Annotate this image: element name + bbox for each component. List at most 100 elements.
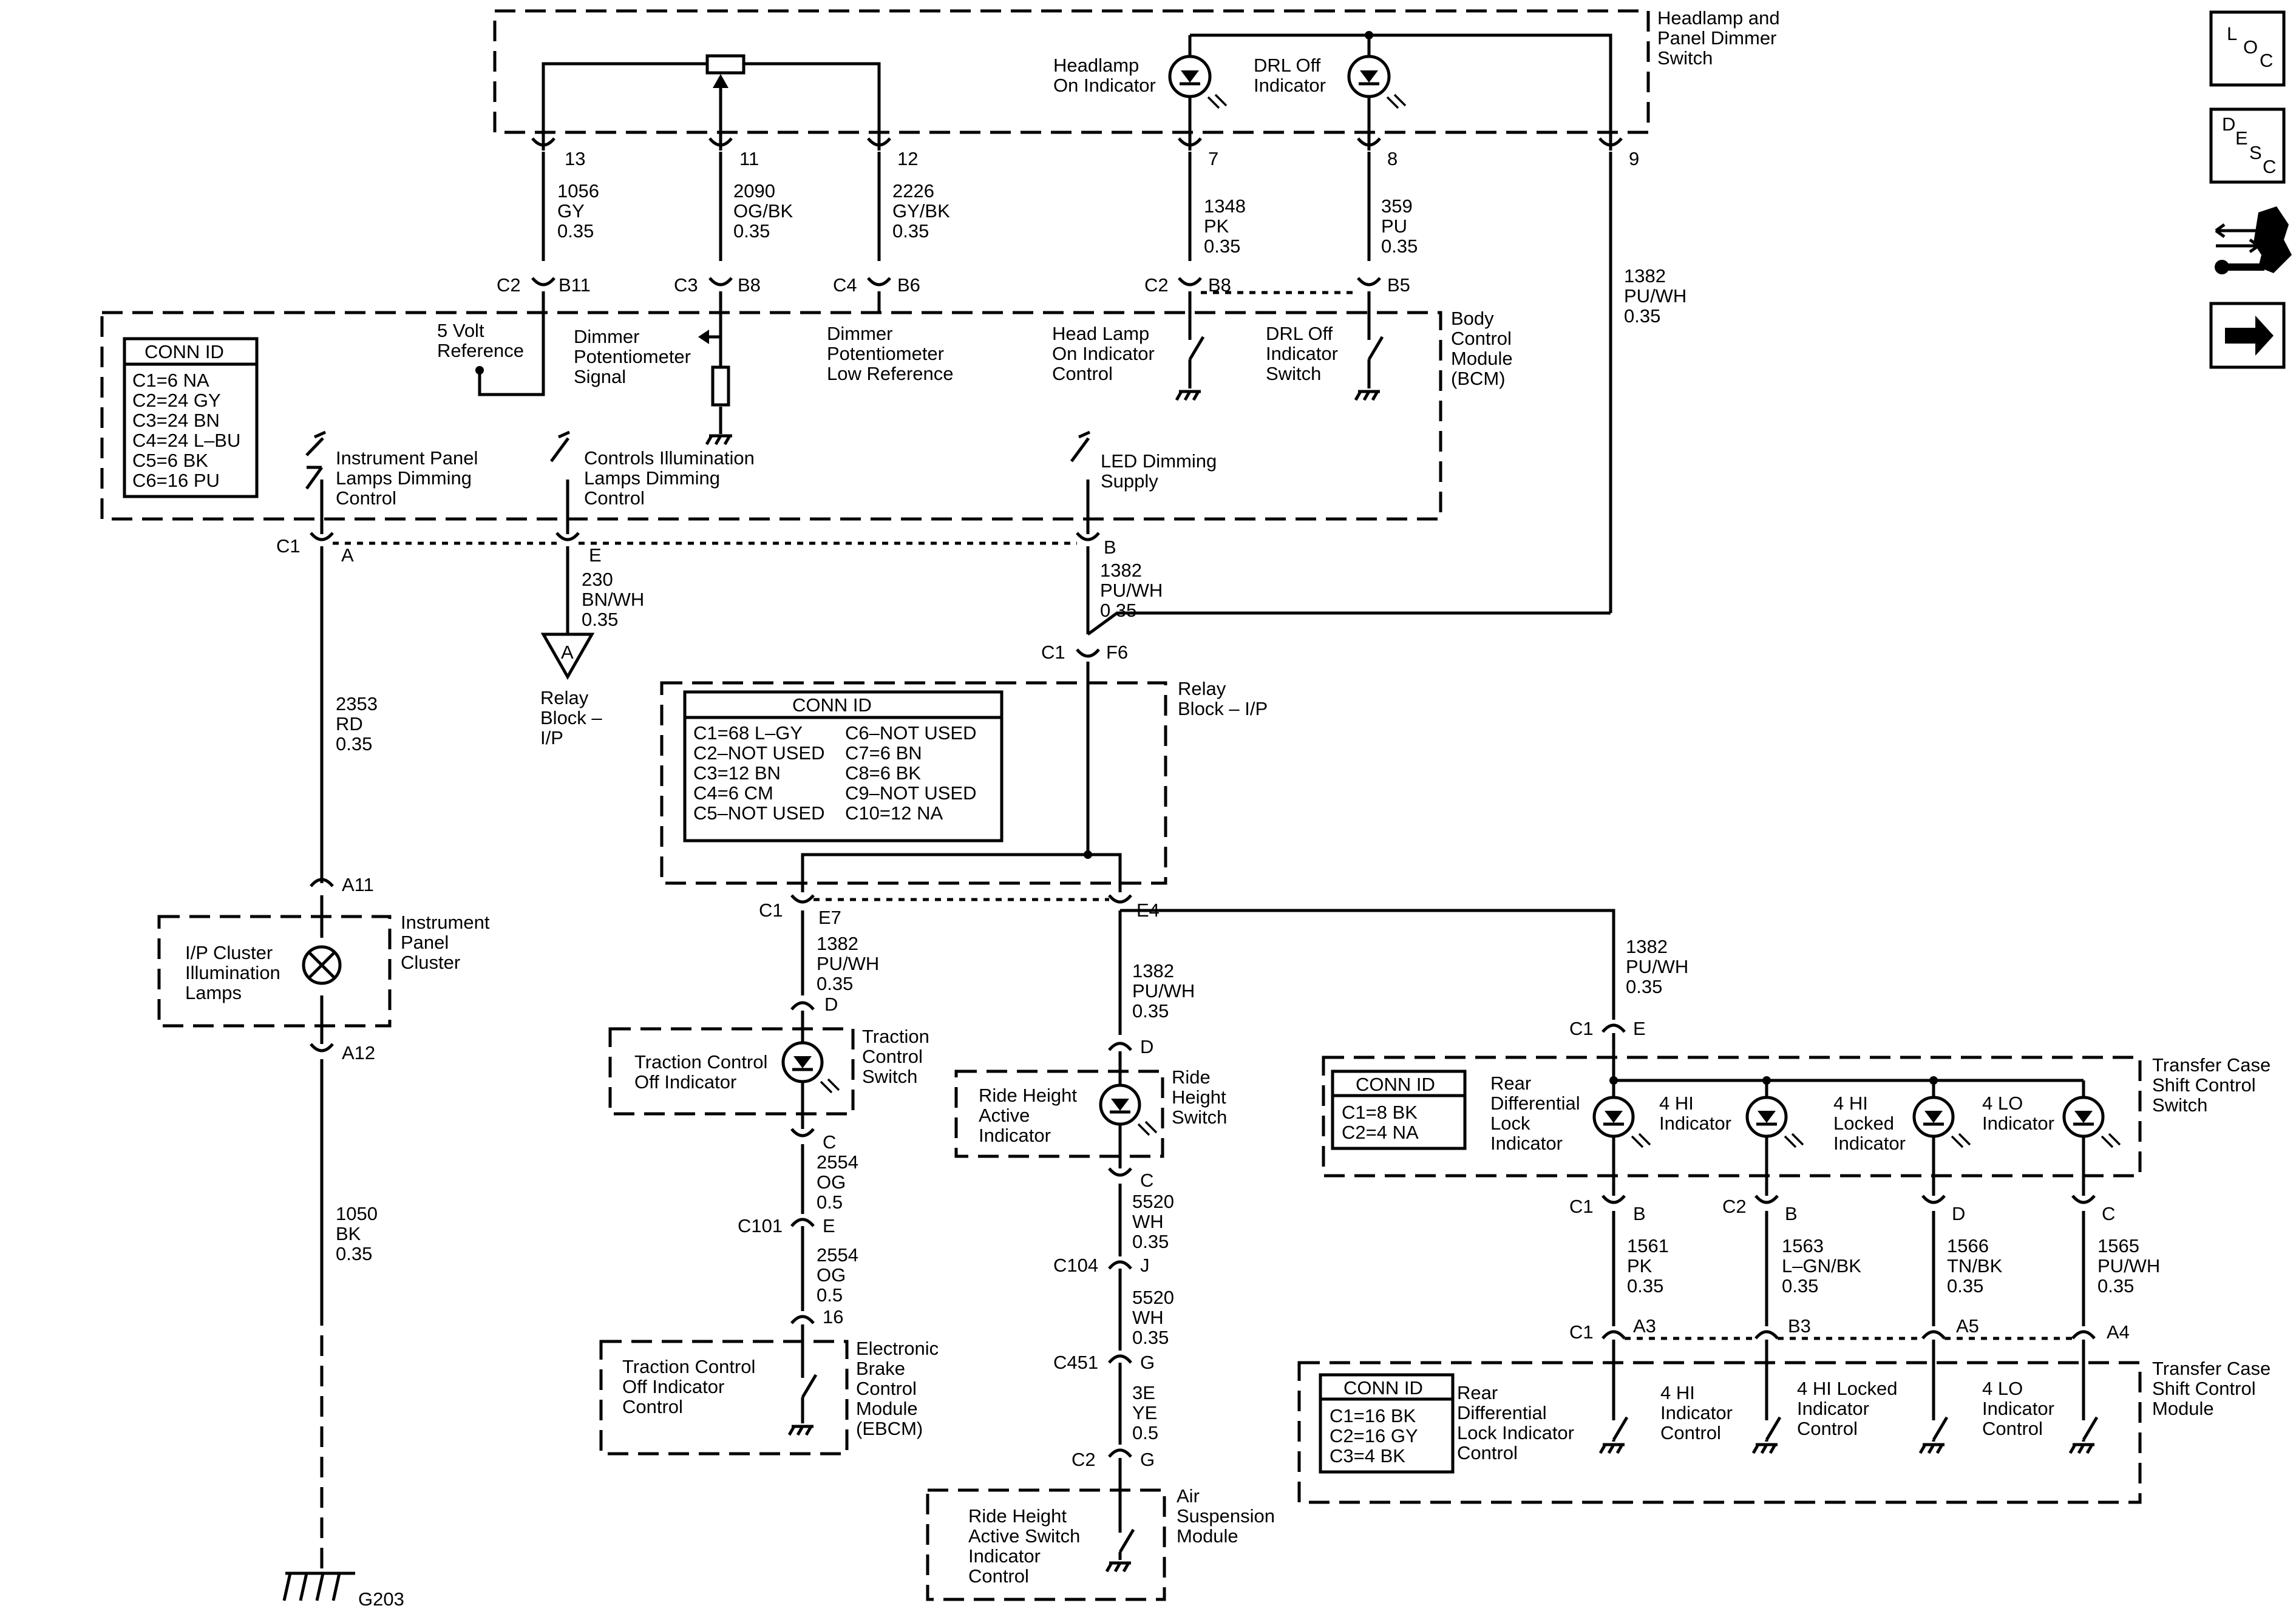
svg-text:C1: C1 <box>759 900 783 921</box>
svg-text:B5: B5 <box>1387 274 1410 296</box>
air-suspension-box <box>926 1488 1166 1601</box>
svg-text:C2–NOT USED: C2–NOT USED <box>693 742 825 764</box>
four-hi-locked-led <box>1912 1096 1971 1196</box>
relay-bus <box>801 853 1122 892</box>
traction-switch-box <box>608 1027 855 1116</box>
svg-text:B: B <box>1104 537 1116 558</box>
ip-cluster-box <box>157 915 392 1028</box>
svg-text:C2=16 GY: C2=16 GY <box>1330 1425 1418 1446</box>
svg-text:B11: B11 <box>559 274 591 296</box>
svg-text:C4=6 CM: C4=6 CM <box>693 782 773 804</box>
svg-text:C104: C104 <box>1053 1255 1098 1276</box>
svg-text:L: L <box>2227 23 2237 44</box>
svg-text:C451: C451 <box>1053 1352 1098 1373</box>
bcm-conn-id-table: CONN ID C1=6 NA C2=24 GY C3=24 BN C4=24 … <box>123 337 259 498</box>
tc-bus <box>1612 1033 2085 1099</box>
svg-text:CONN ID: CONN ID <box>792 694 872 716</box>
svg-text:S: S <box>2249 142 2262 163</box>
ride-height-ctrl-switch <box>1118 1458 1135 1560</box>
svg-text:B6: B6 <box>897 274 920 296</box>
five-volt-ref-wire <box>478 291 545 396</box>
svg-text:C1=6 NA: C1=6 NA <box>132 370 209 391</box>
relay-ref-triangle <box>540 632 595 680</box>
connector-icon[interactable] <box>2215 206 2292 274</box>
svg-text:A4: A4 <box>2107 1321 2130 1343</box>
svg-text:C3: C3 <box>674 274 698 296</box>
tc-switch-conn-id-table: CONN ID C1=8 BK C2=4 NA <box>1331 1070 1467 1150</box>
arrow-right-icon <box>2225 316 2274 356</box>
svg-text:C2: C2 <box>497 274 521 296</box>
svg-text:C4: C4 <box>833 274 857 296</box>
next-page-button[interactable] <box>2209 302 2286 369</box>
svg-text:CONN ID: CONN ID <box>1356 1074 1435 1095</box>
tc-module-switches <box>1598 1340 2099 1454</box>
svg-text:C10=12 NA: C10=12 NA <box>845 802 943 824</box>
tc-module-conn-id-table: CONN ID C1=16 BK C2=16 GY C3=4 BK <box>1319 1373 1455 1474</box>
svg-text:C: C <box>823 1131 836 1153</box>
desc-button[interactable]: D E S C <box>2209 107 2286 184</box>
pot-wire <box>542 62 881 151</box>
svg-text:B8: B8 <box>738 274 761 296</box>
loc-button[interactable]: L O C <box>2209 10 2286 87</box>
svg-text:C4=24 L–BU: C4=24 L–BU <box>132 430 240 451</box>
svg-text:D: D <box>2222 114 2235 135</box>
svg-text:C1=68 L–GY: C1=68 L–GY <box>693 722 803 744</box>
svg-text:C1: C1 <box>276 535 301 557</box>
svg-text:16: 16 <box>823 1306 843 1327</box>
svg-text:C2: C2 <box>1072 1449 1096 1470</box>
svg-text:A5: A5 <box>1956 1315 1979 1337</box>
drl-off-switch <box>1367 291 1384 388</box>
svg-text:8: 8 <box>1387 148 1398 169</box>
ground-symbol <box>705 434 732 446</box>
svg-text:C: C <box>1140 1170 1153 1191</box>
headlamp-switch-box <box>493 9 1650 134</box>
svg-text:C5=6 BK: C5=6 BK <box>132 450 208 471</box>
svg-text:C2=4 NA: C2=4 NA <box>1342 1122 1419 1143</box>
svg-text:C101: C101 <box>738 1215 783 1236</box>
tc-module-box <box>1297 1361 2142 1504</box>
potentiometer <box>705 54 746 75</box>
four-lo-led <box>2062 1096 2121 1196</box>
ebcm-box <box>599 1340 849 1456</box>
svg-text:C2=24 GY: C2=24 GY <box>132 390 221 411</box>
svg-text:C3=4 BK: C3=4 BK <box>1330 1445 1405 1466</box>
svg-text:C9–NOT USED: C9–NOT USED <box>845 782 977 804</box>
svg-text:CONN ID: CONN ID <box>144 341 224 362</box>
svg-text:E7: E7 <box>818 907 841 928</box>
switch-pins: 13 11 12 7 8 9 <box>531 137 1639 613</box>
svg-text:B: B <box>1633 1203 1646 1224</box>
